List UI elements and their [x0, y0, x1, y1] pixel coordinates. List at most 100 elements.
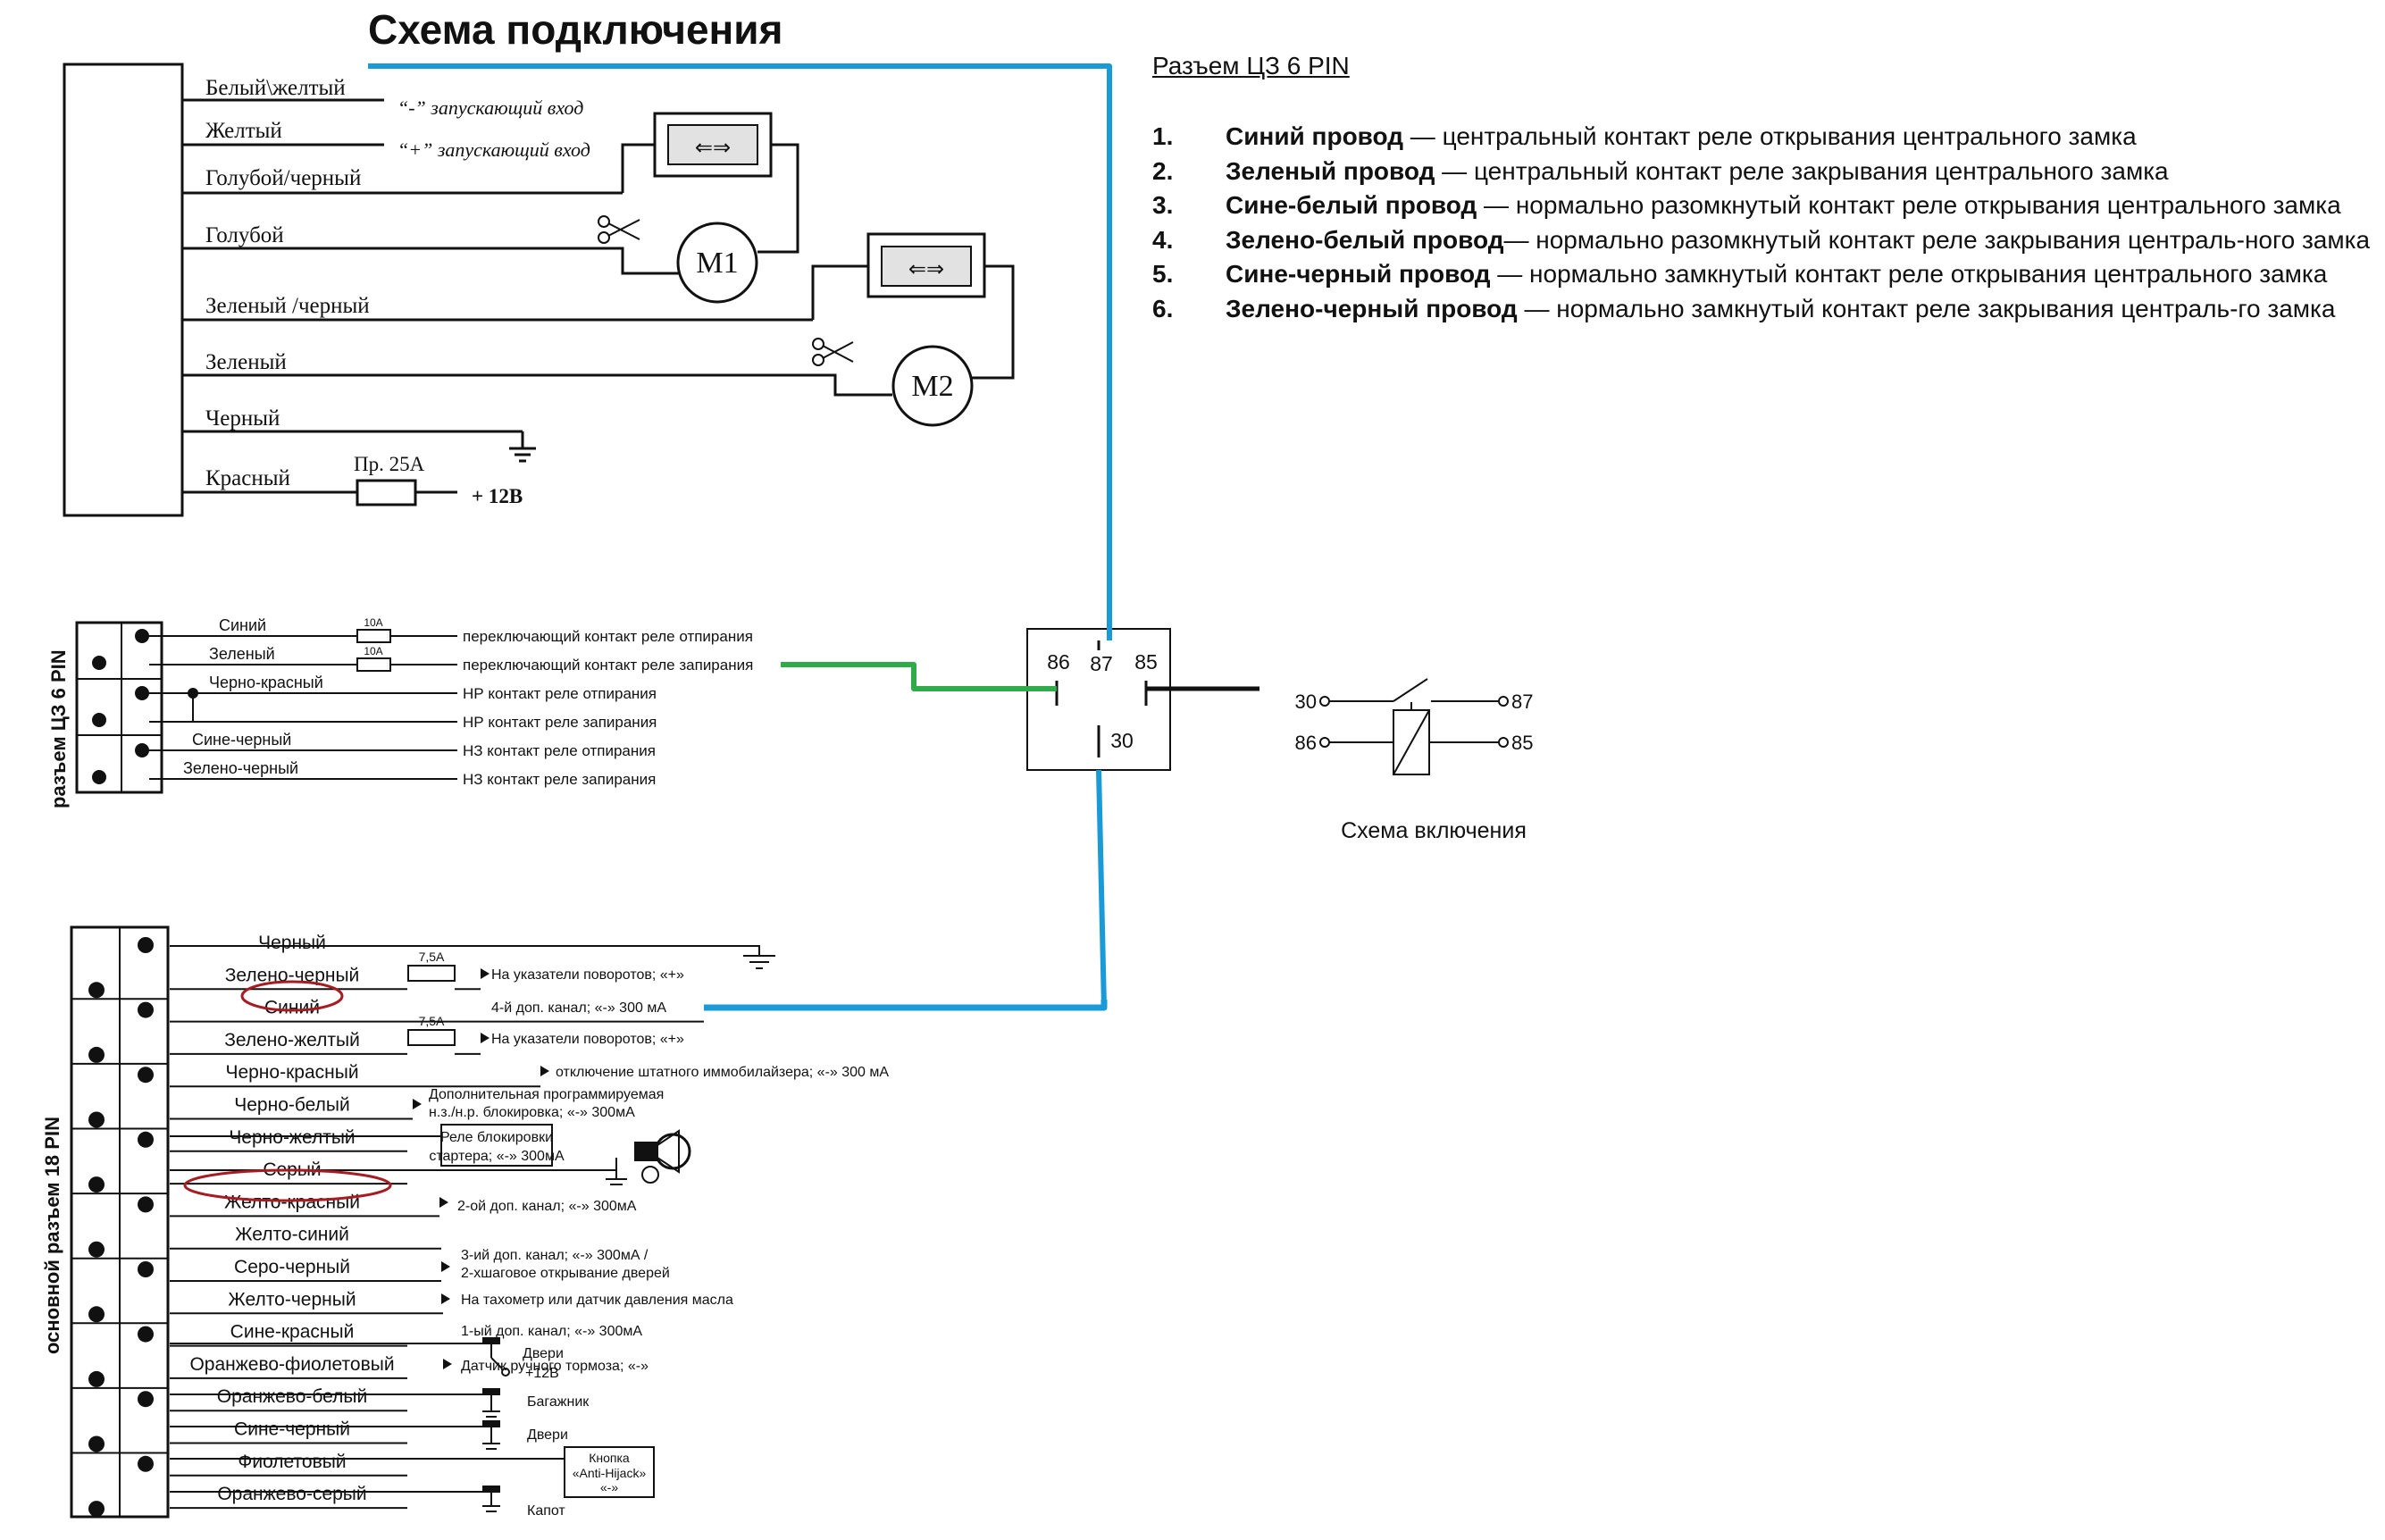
fuse-25a: [356, 479, 417, 506]
relay-pin-86: 86: [1047, 650, 1070, 674]
pin-note: 3-ий доп. канал; «-» 300мА /: [461, 1248, 649, 1263]
motor-label: M1: [696, 247, 738, 280]
relay-pin-30: 30: [1110, 729, 1134, 752]
schema-pin-label: 85: [1511, 732, 1533, 754]
connector-pin: [88, 1501, 105, 1518]
wire-label: Фиолетовый: [238, 1452, 346, 1472]
pin-note: 2-ой доп. канал; «-» 300мА: [457, 1199, 637, 1214]
connector-side-label: основной разъем 18 PIN: [41, 1117, 63, 1354]
pin-note: Багажник: [527, 1394, 590, 1410]
wire-label: Желтый: [205, 119, 282, 143]
connector-pin: [138, 1261, 154, 1277]
connector-pin: [88, 1306, 105, 1323]
connector-pin: [138, 1196, 154, 1213]
wire-label: Синий: [219, 616, 266, 634]
contact-desc: НР контакт реле запирания: [463, 714, 657, 731]
contact-desc: НЗ контакт реле отпирания: [463, 742, 656, 759]
pin-note: На указатели поворотов; «+»: [491, 1032, 684, 1047]
connector-pin: [138, 1326, 154, 1343]
wire-label: Сине-черный: [234, 1419, 350, 1440]
schema-pin-label: 30: [1295, 690, 1317, 713]
cz-6pin-connector: разъем ЦЗ 6 PIN 10А 10А Синий Зеленый Че…: [47, 616, 753, 808]
list-item: 6.Зелено-черный провод — нормально замкн…: [1152, 294, 2336, 322]
switch-arrows-icon: ⇐⇒: [695, 136, 731, 160]
wire-label: Желто-черный: [228, 1289, 356, 1310]
trigger-plus-label: “+” запускающий вход: [398, 138, 590, 161]
pin-note: «Anti-Hijack»: [573, 1466, 647, 1480]
schema-caption: Схема включения: [1341, 818, 1527, 843]
wire-label: Зелено-желтый: [224, 1030, 360, 1050]
pin-note: На указатели поворотов; «+»: [491, 967, 684, 983]
wire-label: Сине-красный: [230, 1322, 355, 1343]
pin-note: Кнопка: [589, 1451, 630, 1465]
wire-label: Черно-красный: [209, 674, 323, 691]
limit-switch-icon: [170, 1420, 500, 1450]
fuse-10a: [356, 657, 391, 672]
wire-label: Черный: [205, 406, 280, 431]
wire-label: Голубой: [205, 223, 284, 247]
pin-note: Капот: [527, 1503, 565, 1519]
connector-pin: [88, 1111, 105, 1128]
list-item: 3.Сине-белый провод — нормально разомкну…: [1152, 191, 2341, 219]
wire-label: Синий: [264, 998, 320, 1018]
connector-pin: [138, 1131, 154, 1148]
pin-note: отключение штатного иммобилайзера; «-» 3…: [556, 1065, 889, 1080]
contact-desc: переключающий контакт реле отпирания: [463, 628, 753, 645]
ground-icon: [170, 945, 775, 969]
wire-label: Черный: [258, 933, 326, 953]
ground-icon: [509, 431, 536, 463]
list-item: 1.Синий провод — центральный контакт рел…: [1152, 122, 2137, 150]
connector-pin: [138, 1455, 154, 1472]
pin-note: стартера; «-» 300мА: [429, 1149, 565, 1164]
relay: 86 87 85 30: [1026, 628, 1171, 771]
switch-arrows-icon: ⇐⇒: [908, 257, 944, 281]
door-lock-motor-2: ⇐⇒ M2: [791, 232, 1015, 427]
wire-label: Оранжево-серый: [217, 1484, 366, 1504]
pin-note: 1-ый доп. канал; «-» 300мА: [461, 1324, 642, 1339]
connector-pin: [88, 1241, 105, 1258]
pin-note: Реле блокировки: [440, 1130, 553, 1145]
pin-note: Дополнительная программируемая: [429, 1087, 664, 1102]
scissors-icon: [598, 215, 640, 244]
fuse-label: 7,5А: [419, 1014, 445, 1028]
starter-block-relay: [440, 1124, 553, 1167]
list-item: 5.Сине-черный провод — нормально замкнут…: [1152, 260, 2328, 288]
contact-desc: переключающий контакт реле запирания: [463, 657, 753, 674]
power-label: + 12В: [472, 485, 523, 507]
connector-side-label: разъем ЦЗ 6 PIN: [47, 649, 70, 808]
fuse-label: 10А: [364, 645, 382, 657]
wire-label: Зеленый: [209, 645, 275, 663]
wire-label: Оранжево-белый: [217, 1386, 367, 1407]
fuse-label: 10А: [364, 616, 382, 629]
limit-switch-icon: [170, 1388, 500, 1418]
fuse-7-5a: [407, 965, 456, 982]
pin-note: «-»: [600, 1480, 618, 1494]
main-18pin-connector: ЧерныйЗелено-черныйСинийЗелено-желтыйЧер…: [41, 925, 889, 1519]
green-wire-relay86: [781, 662, 1057, 691]
fuse-label: Пр. 25А: [354, 453, 425, 475]
trigger-minus-label: “-” запускающий вход: [398, 96, 583, 119]
fuse-10a: [356, 629, 391, 643]
highlight-blue-wire: [240, 980, 344, 1012]
motor-label: M2: [911, 370, 953, 403]
wire-label: Черно-желтый: [229, 1127, 355, 1148]
relay-pin-85: 85: [1134, 650, 1158, 674]
wire-label: Желто-красный: [224, 1192, 360, 1212]
wire-label: Красный: [205, 466, 290, 490]
fuse-label: 7,5А: [419, 950, 445, 964]
connector-pin: [138, 1001, 154, 1018]
wire-label: Черно-красный: [225, 1062, 358, 1083]
wire-label: Белый\желтый: [205, 76, 346, 100]
blue-wire-relay30: [1096, 769, 1107, 1009]
connector-pin: [138, 937, 154, 953]
connector-pin: [138, 1391, 154, 1408]
alarm-unit-block: Белый\желтый Желтый Голубой/черный Голуб…: [63, 63, 1015, 517]
pin-note: 4-й доп. канал; «-» 300 мА: [491, 1000, 666, 1016]
connector-pin: [88, 1176, 105, 1193]
list-item: 4.Зелено-белый провод— нормально разомкн…: [1152, 225, 2371, 254]
pin-note: +12В: [525, 1366, 559, 1381]
door-lock-motor-1: ⇐⇒ M1: [594, 112, 799, 304]
wire-label: Оранжево-фиолетовый: [189, 1354, 394, 1375]
relay-schema: 30 87 86 85 Схема включения: [1295, 678, 1533, 843]
